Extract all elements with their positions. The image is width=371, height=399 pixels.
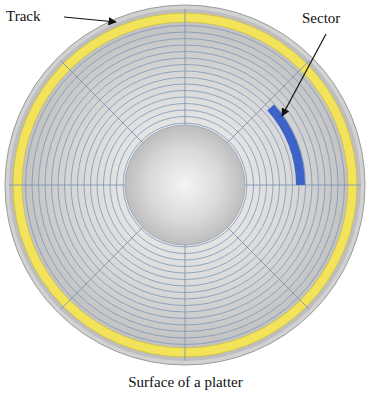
sector-line xyxy=(185,245,186,361)
sector-line xyxy=(9,185,125,186)
highlighted-sector xyxy=(267,104,305,185)
sector-line xyxy=(61,61,143,143)
platter-hub xyxy=(125,125,245,245)
figure-caption: Surface of a platter xyxy=(0,374,371,391)
callout-label: Track xyxy=(6,8,40,25)
sector-line xyxy=(227,227,309,309)
callout-label: Sector xyxy=(302,10,340,27)
sector-line xyxy=(227,61,309,143)
platter-surface xyxy=(9,9,361,361)
sector-line xyxy=(61,227,143,309)
leader-line xyxy=(64,17,116,22)
platter-rim xyxy=(5,5,365,365)
leader-line xyxy=(282,34,326,116)
sector-line xyxy=(185,9,186,125)
